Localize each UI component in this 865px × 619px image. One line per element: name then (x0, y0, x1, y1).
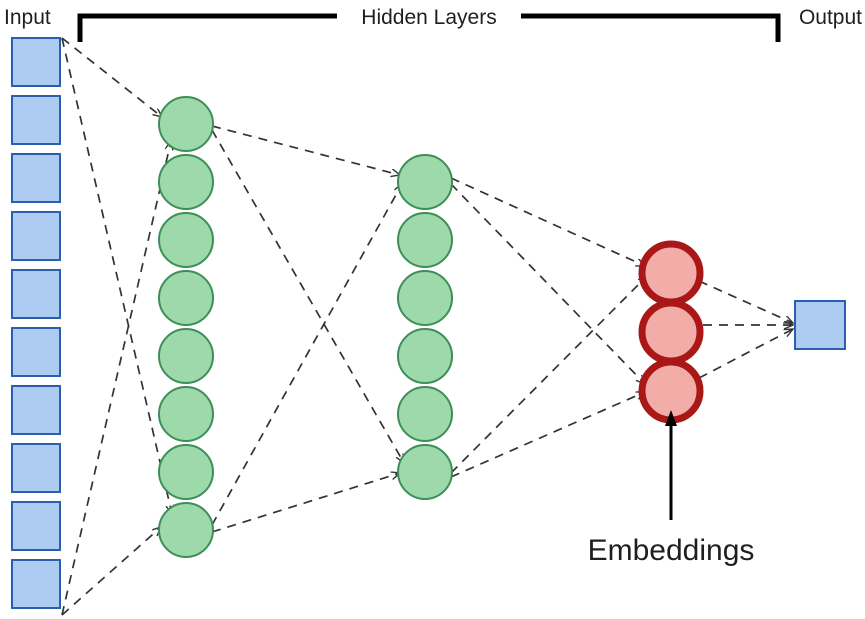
connection-input-top-to-h1-top (61, 37, 162, 117)
connection-h1-top-to-h2-bottom (211, 129, 404, 463)
connection-emb-bottom-to-output (698, 329, 793, 379)
input-node[interactable] (11, 153, 61, 203)
embedding-layer (638, 240, 704, 424)
hidden-node[interactable] (158, 328, 214, 384)
connection-h1-bottom-to-h2-bottom (211, 473, 400, 533)
input-node[interactable] (11, 95, 61, 145)
input-node[interactable] (11, 327, 61, 377)
output-node[interactable] (794, 300, 846, 350)
input-node[interactable] (11, 269, 61, 319)
hidden-layers-label: Hidden Layers (361, 6, 496, 29)
connection-input-bottom-to-h1-top (61, 141, 171, 616)
output-layer (794, 300, 846, 350)
hidden-node[interactable] (158, 386, 214, 442)
connection-h1-top-to-h2-top (211, 125, 400, 175)
connection-h2-top-to-emb-top (450, 177, 645, 267)
connection-h1-bottom-to-h2-top (211, 184, 402, 526)
embedding-node[interactable] (638, 358, 704, 424)
hidden-node[interactable] (397, 328, 453, 384)
embeddings-annotation-label: Embeddings (588, 534, 755, 567)
hidden-layer-2 (397, 154, 453, 500)
input-node[interactable] (11, 211, 61, 261)
hidden-node[interactable] (158, 212, 214, 268)
input-node[interactable] (11, 37, 61, 87)
hidden-node[interactable] (158, 444, 214, 500)
hidden-layer-1 (158, 96, 214, 558)
connection-input-top-to-h1-bottom (61, 37, 172, 514)
connection-h2-bottom-to-emb-top (450, 276, 647, 474)
bracket-path (77, 13, 781, 42)
connection-h2-top-to-emb-bottom (450, 183, 645, 384)
input-node[interactable] (11, 385, 61, 435)
input-node[interactable] (11, 501, 61, 551)
hidden-node[interactable] (158, 154, 214, 210)
input-node[interactable] (11, 559, 61, 609)
embedding-node[interactable] (638, 240, 704, 306)
hidden-node[interactable] (397, 154, 453, 210)
connection-h2-bottom-to-emb-bottom (450, 391, 645, 478)
embedding-node[interactable] (638, 299, 704, 365)
hidden-node[interactable] (397, 444, 453, 500)
input-label: Input (4, 6, 51, 29)
connections-group (61, 37, 793, 616)
embeddings-annotation: Embeddings (588, 410, 755, 567)
connection-emb-top-to-output (698, 280, 793, 324)
connection-input-bottom-to-h1-bottom (61, 527, 161, 616)
hidden-node[interactable] (158, 502, 214, 558)
hidden-node[interactable] (397, 212, 453, 268)
output-label: Output (799, 6, 862, 29)
hidden-node[interactable] (158, 270, 214, 326)
input-layer (11, 37, 61, 609)
hidden-layers-bracket (77, 13, 781, 42)
hidden-node[interactable] (158, 96, 214, 152)
input-node[interactable] (11, 443, 61, 493)
hidden-node[interactable] (397, 386, 453, 442)
hidden-node[interactable] (397, 270, 453, 326)
